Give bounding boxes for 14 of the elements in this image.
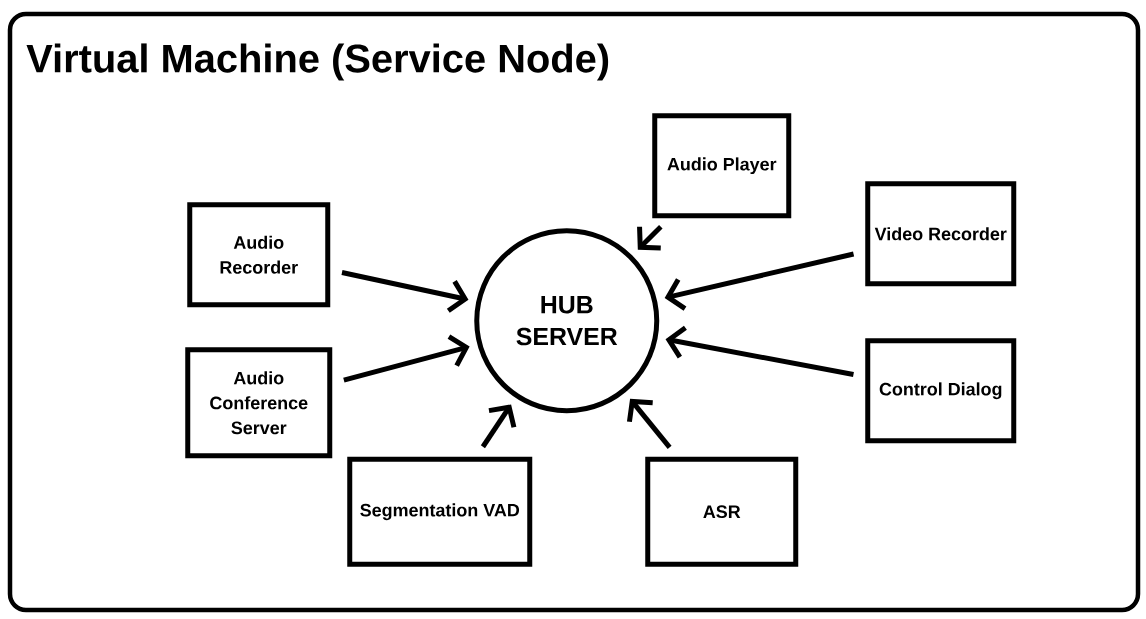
component-box: Video Recorder [865,181,1017,287]
component-box: Audio Conference Server [185,347,333,459]
arrow [664,251,855,311]
arrow [343,334,470,383]
arrow [341,270,469,313]
component-box: ASR [645,456,799,567]
component-box: Audio Player [652,113,792,219]
component-box: Audio Recorder [187,202,331,308]
arrow [665,325,854,377]
component-box: Segmentation VAD [347,456,533,567]
arrow [637,224,663,251]
component-box: Control Dialog [865,338,1017,444]
arrow [626,398,672,449]
frame-title: Virtual Machine (Service Node) [26,43,609,81]
